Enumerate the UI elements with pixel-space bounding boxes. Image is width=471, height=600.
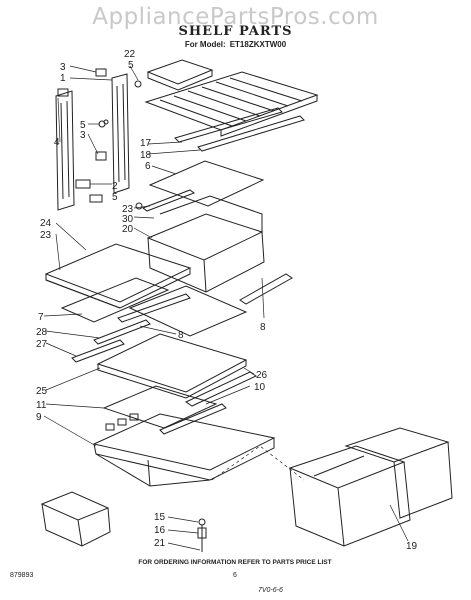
callout-11: 11 xyxy=(36,400,47,411)
callout-18: 18 xyxy=(140,150,152,161)
model-line: For Model:ET18ZKXTW00 xyxy=(0,40,471,49)
handwritten-mark: 7V0-6-6 xyxy=(258,587,283,594)
callout-2: 2 xyxy=(112,181,118,192)
callout-8: 8 xyxy=(178,330,184,341)
callout-3: 3 xyxy=(60,62,66,73)
screw xyxy=(135,202,143,210)
rail-cap xyxy=(95,151,107,161)
callout-26: 26 xyxy=(256,370,268,381)
shelf-trim xyxy=(239,273,293,305)
page-number: 6 xyxy=(233,572,237,579)
crisper-drawer xyxy=(344,427,453,519)
ordering-note: FOR ORDERING INFORMATION REFER TO PARTS … xyxy=(138,559,331,566)
callout-9: 9 xyxy=(36,412,42,423)
callout-6: 6 xyxy=(145,161,151,172)
callout-23: 23 xyxy=(40,230,52,241)
humidity-control xyxy=(197,518,207,552)
crisper-drawer xyxy=(288,445,411,547)
glass-shelf xyxy=(44,243,192,309)
callout-30: 30 xyxy=(122,214,134,225)
rail-cap xyxy=(95,68,107,77)
shelf-trim xyxy=(71,339,125,363)
page-title: SHELF PARTS xyxy=(178,24,293,39)
model-label: For Model: xyxy=(184,40,226,49)
callout-21: 21 xyxy=(154,538,166,549)
shelf-ladder-rail xyxy=(111,73,130,194)
callout-15: 15 xyxy=(154,512,166,523)
glass-shelf xyxy=(148,160,265,207)
meat-pan xyxy=(146,195,265,293)
assembly-guide xyxy=(211,445,305,481)
callout-23: 23 xyxy=(122,204,134,215)
callout-28: 28 xyxy=(36,327,48,338)
callout-27: 27 xyxy=(36,339,48,350)
callout-19: 19 xyxy=(406,541,418,552)
callout-17: 17 xyxy=(140,138,152,149)
crisper-cover-frame xyxy=(92,413,276,487)
shelf-trim xyxy=(93,319,151,345)
callout-5: 5 xyxy=(128,60,134,71)
shelf-ladder-rail-left xyxy=(55,90,75,211)
rail-cap xyxy=(57,88,69,97)
callout-5: 5 xyxy=(112,192,118,203)
callout-24: 24 xyxy=(40,218,52,229)
callout-7: 7 xyxy=(38,312,44,323)
bracket xyxy=(89,194,103,203)
callout-25: 25 xyxy=(36,386,48,397)
shelf-frame xyxy=(60,277,191,323)
callout-16: 16 xyxy=(154,525,166,536)
watermark: AppliancePartsPros.com xyxy=(92,4,379,30)
callout-3: 3 xyxy=(80,130,86,141)
dairy-bin xyxy=(40,491,111,547)
callout-8: 8 xyxy=(260,322,266,333)
callout-4: 4 xyxy=(54,137,60,148)
egg-tray xyxy=(146,59,214,91)
screw xyxy=(103,119,109,125)
callout-1: 1 xyxy=(60,73,66,84)
document-number: 879893 xyxy=(10,572,33,579)
shelf-trim xyxy=(159,403,227,435)
glass-shelf xyxy=(102,385,218,429)
shelf-trim xyxy=(184,371,258,407)
callout-10: 10 xyxy=(254,382,266,393)
callout-20: 20 xyxy=(122,224,134,235)
glass-shelf xyxy=(128,285,248,337)
callout-5: 5 xyxy=(80,120,86,131)
shelf-trim xyxy=(174,107,305,152)
model-number: ET18ZKXTW00 xyxy=(229,40,287,49)
callout-22: 22 xyxy=(124,49,136,60)
screw xyxy=(134,80,142,88)
wire-shelf xyxy=(144,71,319,137)
glass-shelf xyxy=(96,333,248,399)
shelf-trim xyxy=(141,189,196,212)
bracket xyxy=(75,179,91,189)
